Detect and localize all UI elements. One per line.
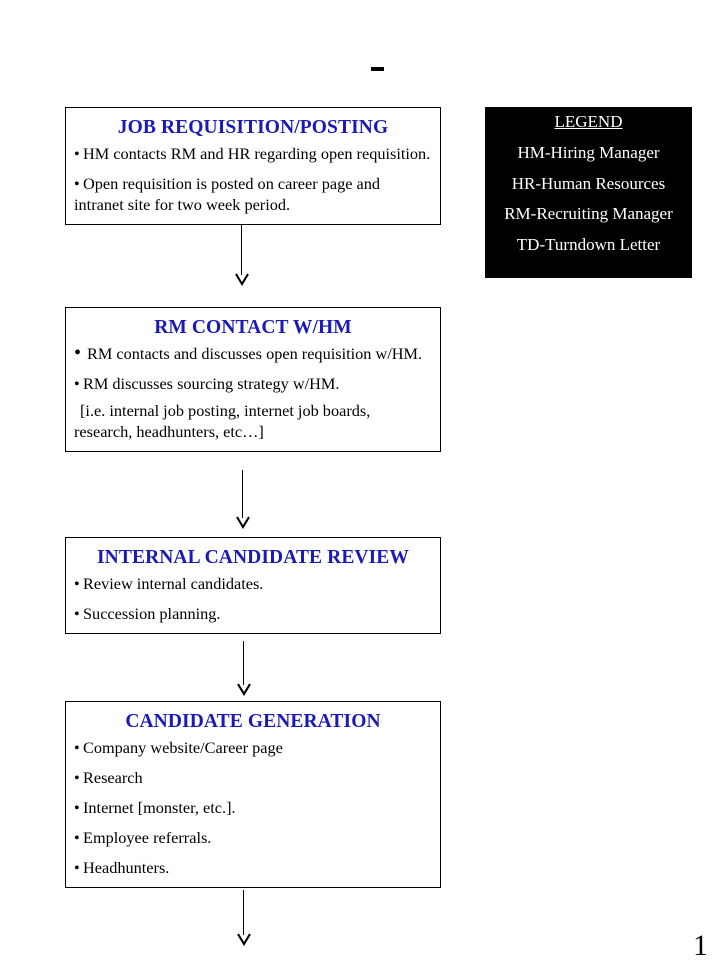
arrow-head-icon bbox=[235, 273, 249, 286]
list-item-label: Succession planning. bbox=[83, 604, 221, 624]
list-item: •Review internal candidates. bbox=[66, 574, 440, 595]
legend-item-hm: HM-Hiring Manager bbox=[517, 143, 660, 163]
legend-item-rm: RM-Recruiting Manager bbox=[504, 204, 673, 224]
list-item-label: HM contacts RM and HR regarding open req… bbox=[83, 144, 431, 164]
bullet-icon: • bbox=[74, 174, 80, 194]
list-item-label: Internet [monster, etc.]. bbox=[83, 798, 236, 818]
list-item: •RM contacts and discusses open requisit… bbox=[74, 342, 423, 365]
list-item: •HM contacts RM and HR regarding open re… bbox=[66, 144, 440, 165]
box-title: JOB REQUISITION/POSTING bbox=[117, 117, 389, 138]
list-item: •Company website/Career page bbox=[66, 738, 440, 759]
arrow-head-icon bbox=[236, 516, 250, 529]
bullet-icon: • bbox=[74, 827, 80, 847]
process-box-job-requisition-posting[interactable]: JOB REQUISITION/POSTING •HM contacts RM … bbox=[65, 107, 441, 225]
list-item: •Research bbox=[66, 768, 440, 789]
list-item: •Employee referrals. bbox=[66, 828, 440, 849]
arrow-shaft bbox=[243, 641, 245, 685]
top-dash-mark bbox=[371, 67, 384, 71]
bullet-icon: • bbox=[74, 144, 80, 164]
arrow-shaft bbox=[241, 225, 243, 275]
list-item: •RM discusses sourcing strategy w/HM. bbox=[66, 374, 440, 395]
list-item: •Open requisition is posted on career pa… bbox=[66, 174, 440, 195]
arrow-cg-to-next bbox=[236, 890, 252, 950]
box-title: RM CONTACT W/HM bbox=[154, 317, 352, 338]
bullet-icon: • bbox=[74, 738, 80, 758]
list-item: •Internet [monster, etc.]. bbox=[66, 798, 440, 819]
bullet-icon: • bbox=[74, 604, 80, 624]
bullet-list: •HM contacts RM and HR regarding open re… bbox=[66, 144, 440, 195]
list-item-label: Company website/Career page bbox=[83, 738, 283, 758]
list-item-label: Open requisition is posted on career pag… bbox=[83, 174, 381, 194]
bullet-icon: • bbox=[74, 374, 80, 394]
list-item: •Headhunters. bbox=[66, 858, 440, 879]
list-item-label: Review internal candidates. bbox=[83, 574, 264, 594]
legend-title: LEGEND bbox=[554, 112, 623, 131]
process-box-internal-candidate-review[interactable]: INTERNAL CANDIDATE REVIEW •Review intern… bbox=[65, 537, 441, 635]
arrow-shaft bbox=[242, 470, 244, 518]
legend-box: LEGEND HM-Hiring Manager HR-Human Resour… bbox=[485, 107, 692, 278]
bullet-list: •Company website/Career page •Research •… bbox=[66, 738, 440, 878]
page-number: 1 bbox=[693, 929, 708, 962]
list-item-label: Headhunters. bbox=[83, 857, 170, 877]
bullet-icon: • bbox=[74, 798, 80, 818]
list-item-label: Employee referrals. bbox=[83, 827, 212, 847]
note-line-1: [i.e. internal job posting, internet job… bbox=[80, 401, 371, 421]
list-item-label: RM contacts and discusses open requisiti… bbox=[87, 344, 423, 364]
legend-item-hr: HR-Human Resources bbox=[511, 173, 666, 193]
arrow-job-to-rm bbox=[234, 225, 250, 287]
arrow-rm-to-icr bbox=[235, 470, 251, 532]
list-item: •Succession planning. bbox=[66, 604, 440, 625]
bullet-icon: • bbox=[74, 768, 80, 788]
arrow-shaft bbox=[243, 890, 245, 935]
bullet-icon: • bbox=[74, 574, 80, 594]
process-box-rm-contact-with-hm[interactable]: RM CONTACT W/HM • RM contacts and discuss… bbox=[65, 307, 441, 452]
process-box-candidate-generation[interactable]: CANDIDATE GENERATION •Company website/Ca… bbox=[65, 701, 441, 888]
bullet-list: • RM contacts and discusses open requisit… bbox=[66, 342, 440, 395]
box-title: CANDIDATE GENERATION bbox=[125, 711, 381, 732]
list-item-label: RM discusses sourcing strategy w/HM. bbox=[83, 374, 340, 394]
bullet-icon: • bbox=[74, 857, 80, 877]
box-title: INTERNAL CANDIDATE REVIEW bbox=[96, 547, 410, 568]
arrow-icr-to-cg bbox=[236, 641, 252, 697]
list-item-label: Research bbox=[83, 768, 143, 788]
note-line-2: research, headhunters, etc…] bbox=[74, 421, 264, 441]
bullet-list: •Review internal candidates. •Succession… bbox=[66, 574, 440, 625]
arrow-head-icon bbox=[237, 683, 251, 696]
legend-item-td: TD-Turndown Letter bbox=[516, 234, 661, 254]
arrow-head-icon bbox=[237, 933, 251, 946]
continuation-line: intranet site for two week period. bbox=[74, 195, 291, 215]
